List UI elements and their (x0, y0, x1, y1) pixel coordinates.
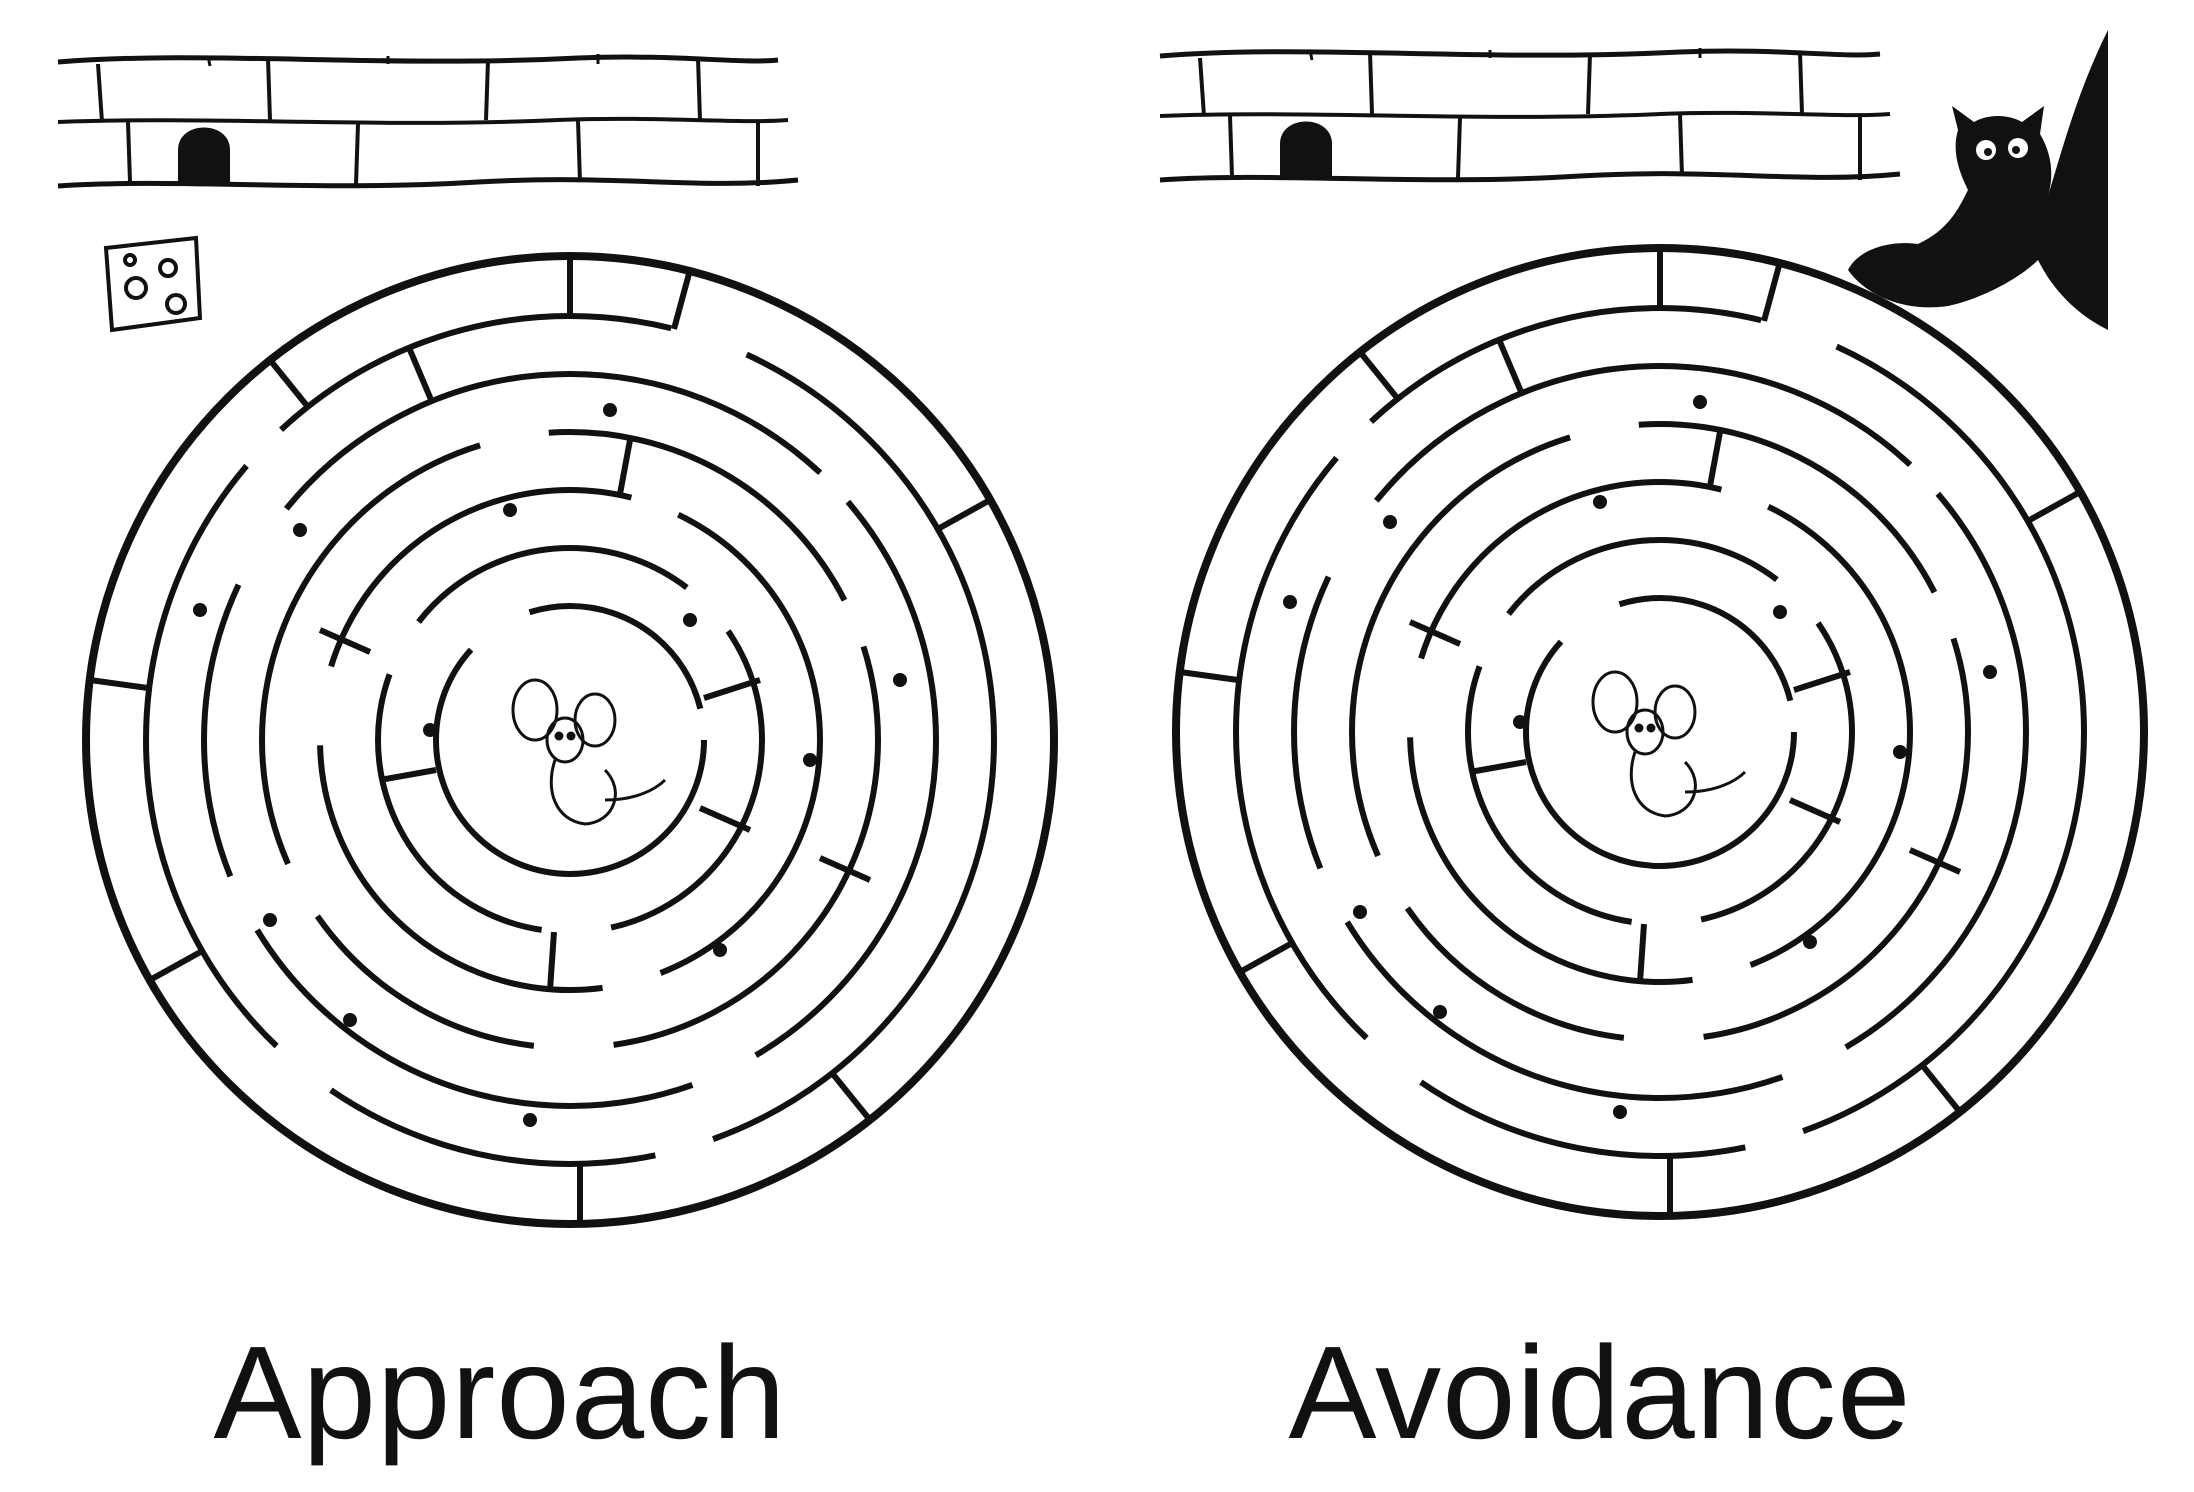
circular-maze (1176, 248, 2144, 1216)
brick-wall (58, 54, 798, 186)
cheese-icon (104, 236, 202, 332)
mouse-icon (1591, 670, 1747, 818)
brick-wall (1160, 48, 1900, 180)
approach-label: Approach (213, 1319, 787, 1466)
mouse-icon (511, 678, 667, 826)
avoidance-panel (1160, 30, 2144, 1216)
cat-icon (1848, 30, 2108, 330)
avoidance-label: Avoidance (1288, 1319, 1912, 1466)
approach-panel (58, 54, 1054, 1224)
